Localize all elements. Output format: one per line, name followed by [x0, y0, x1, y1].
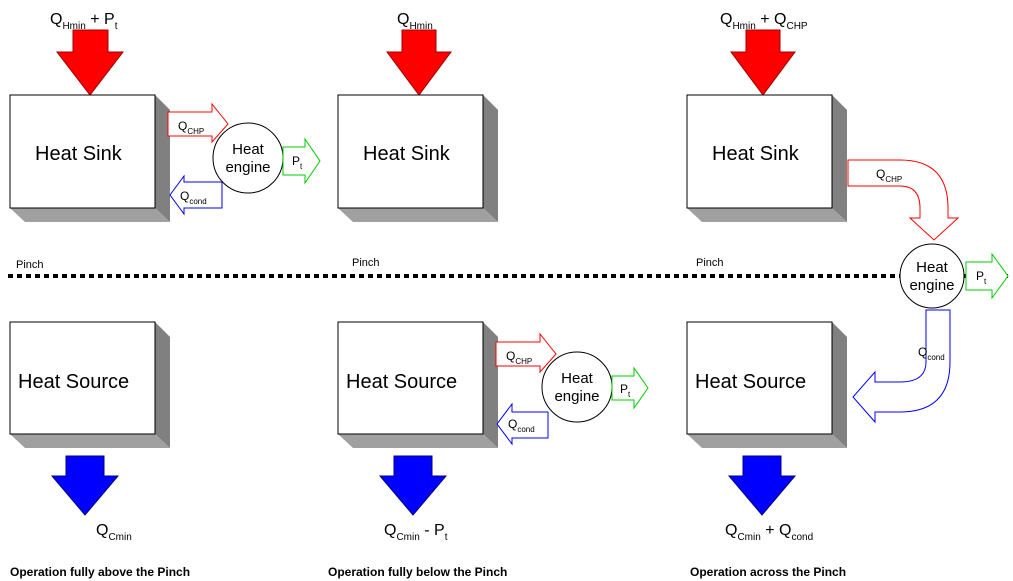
panel-above-pinch: QHmin + Pt Heat Sink QCHP Qcond Heat eng… — [9, 11, 321, 579]
across-heat-sink-box: Heat Sink — [686, 94, 847, 222]
below-heat-engine-label-2: engine — [554, 388, 599, 405]
above-top-input-label: QHmin + Pt — [50, 11, 118, 32]
above-caption: Operation fully above the Pinch — [10, 565, 190, 579]
across-top-input-label: QHmin + QCHP — [720, 11, 808, 32]
above-heat-engine-label-1: Heat — [232, 141, 265, 158]
above-heat-input-arrow — [55, 29, 125, 96]
above-heat-source-box: Heat Source — [9, 321, 170, 448]
below-bottom-output-label: QCmin - Pt — [384, 522, 448, 543]
below-heat-output-arrow — [378, 455, 448, 516]
across-qchp-arrow — [847, 159, 960, 241]
below-heat-sink-box: Heat Sink — [337, 94, 498, 222]
above-qchp-arrow — [167, 102, 229, 144]
above-heat-output-arrow — [50, 455, 120, 516]
across-heat-output-arrow — [727, 455, 797, 516]
above-qcond-arrow — [169, 174, 223, 216]
across-pt-arrow — [965, 252, 1009, 300]
above-heat-engine — [212, 122, 284, 194]
below-caption: Operation fully below the Pinch — [328, 565, 507, 579]
below-heat-input-arrow — [386, 29, 452, 96]
across-pt-label: Pt — [976, 269, 987, 286]
pinch-label-middle: Pinch — [352, 257, 380, 269]
below-top-input-label: QHmin — [397, 11, 433, 32]
below-qchp-arrow — [495, 332, 557, 374]
across-heat-engine-label-2: engine — [909, 277, 954, 294]
below-heat-source-label: Heat Source — [346, 371, 457, 393]
above-heat-sink-box: Heat Sink — [9, 94, 170, 222]
below-heat-source-box: Heat Source — [337, 321, 498, 448]
across-heat-sink-label: Heat Sink — [712, 143, 800, 165]
across-heat-engine-label-1: Heat — [916, 259, 949, 276]
below-pt-label: Pt — [620, 382, 631, 399]
across-qcond-arrow — [852, 309, 951, 424]
below-heat-sink-label: Heat Sink — [363, 143, 451, 165]
pinch-label-left: Pinch — [16, 259, 44, 271]
across-caption: Operation across the Pinch — [690, 565, 846, 579]
pinch-label-right: Pinch — [696, 257, 724, 269]
across-bottom-output-label: QCmin + Qcond — [725, 522, 813, 543]
across-heat-input-arrow — [730, 29, 796, 96]
above-heat-sink-label: Heat Sink — [35, 143, 123, 165]
above-heat-engine-label-2: engine — [225, 159, 270, 176]
below-qcond-arrow — [496, 402, 549, 446]
above-pt-label: Pt — [292, 154, 303, 171]
above-heat-source-label: Heat Source — [18, 371, 129, 393]
panel-below-pinch: QHmin Heat Sink Heat Source QCHP Qcond H… — [328, 11, 649, 579]
panel-across-pinch: QHmin + QCHP Heat Sink QCHP Heat engine … — [686, 11, 1009, 579]
across-heat-engine — [899, 243, 965, 309]
across-heat-source-label: Heat Source — [695, 371, 806, 393]
below-heat-engine-label-1: Heat — [561, 370, 594, 387]
above-bottom-output-label: QCmin — [96, 522, 132, 543]
below-heat-engine — [541, 351, 613, 423]
across-heat-source-box: Heat Source — [686, 321, 847, 448]
above-pt-arrow — [282, 137, 321, 185]
below-pt-arrow — [611, 366, 649, 410]
